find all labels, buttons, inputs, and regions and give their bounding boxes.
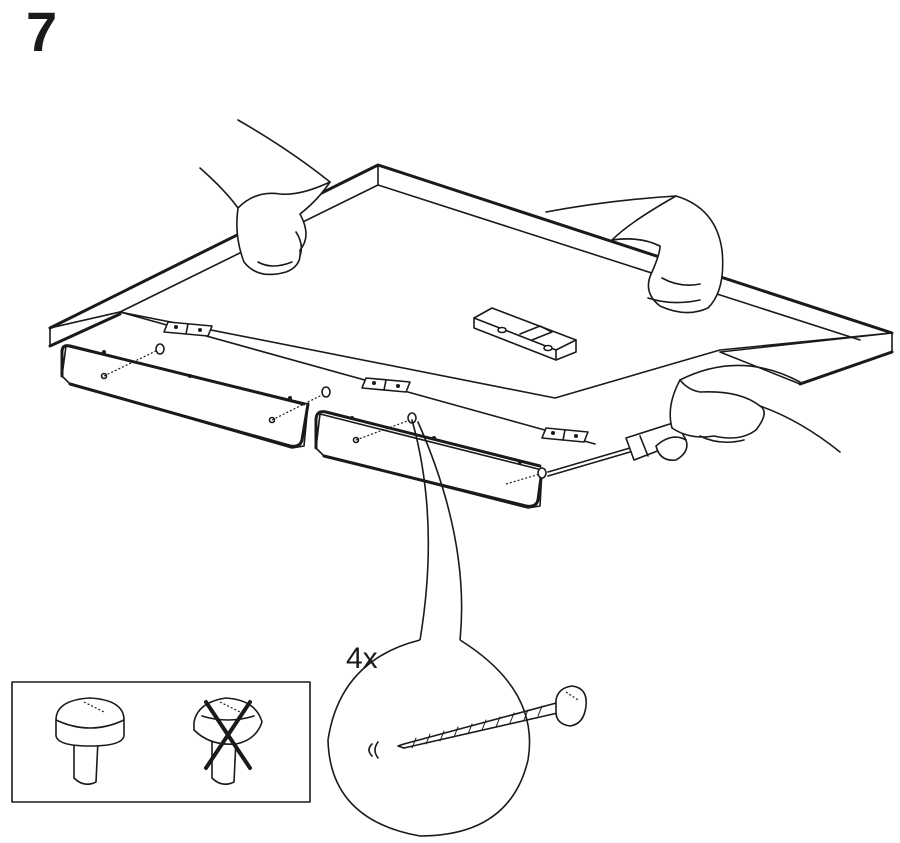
screw-icon — [368, 685, 588, 759]
screw-guide-3 — [355, 412, 417, 441]
rail-right — [314, 410, 544, 509]
screwdriver-icon — [547, 421, 687, 477]
step-number: 7 — [26, 0, 58, 63]
center-bracket-icon — [473, 307, 577, 361]
hinge-middle-icon — [361, 377, 411, 393]
hand-right-icon — [545, 195, 724, 314]
hand-left-icon — [199, 119, 331, 276]
screw-guide-2 — [271, 386, 331, 421]
screw-guide-4 — [505, 467, 547, 485]
callout-leader-right — [417, 421, 463, 641]
hinge-right-icon — [541, 427, 589, 443]
screw-head-guide-box — [11, 681, 311, 803]
callout-leader-left — [411, 419, 430, 641]
hand-screwdriver-icon — [655, 364, 841, 462]
incorrect-cross-icon — [204, 700, 252, 770]
hinge-left-icon — [163, 321, 213, 337]
screw-detail-callout: 4x — [327, 639, 588, 837]
quantity-label: 4x — [346, 642, 378, 675]
screw-guide-1 — [103, 343, 165, 377]
screw-head-flat-icon — [55, 697, 125, 786]
rail-left — [60, 344, 310, 449]
tabletop-board — [48, 163, 894, 399]
